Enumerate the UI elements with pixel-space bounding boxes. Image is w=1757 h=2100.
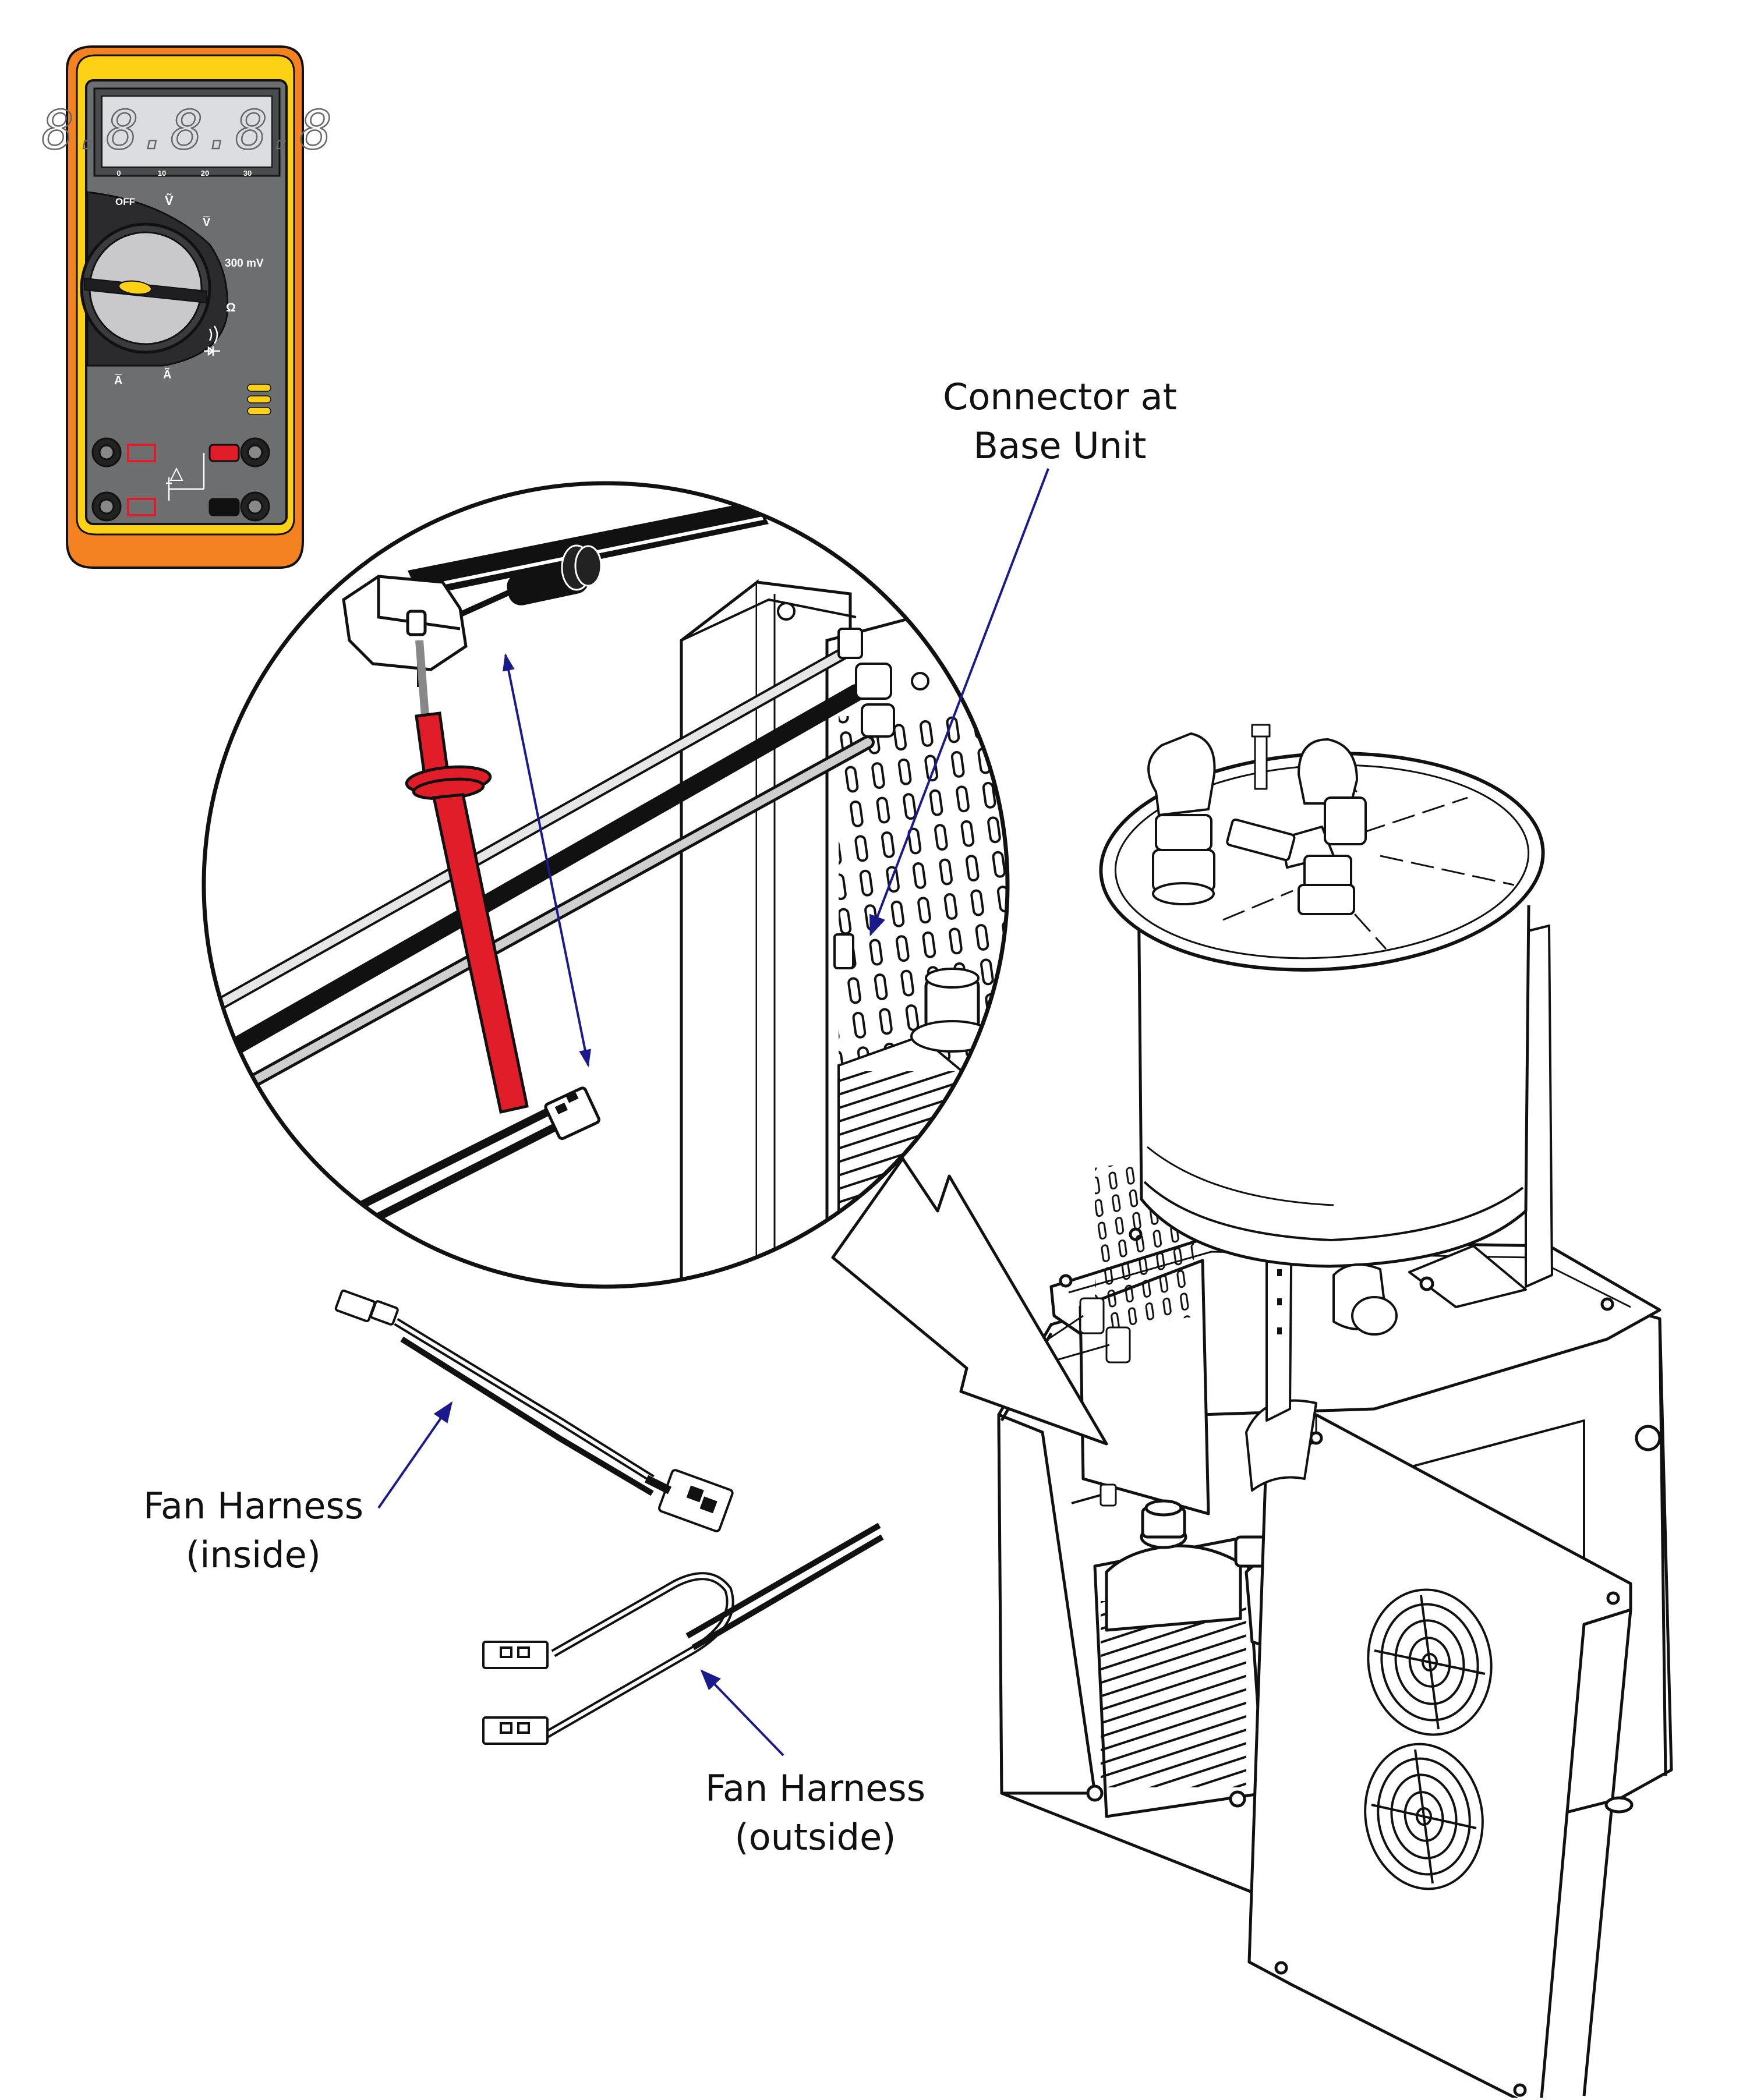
scale-label: 30 bbox=[243, 169, 252, 178]
test-lead-connector bbox=[452, 544, 602, 620]
fan-outside-callout-line2: (outside) bbox=[734, 1816, 896, 1858]
meter-lcd-digits: 8.8.8.8.8 bbox=[42, 99, 333, 161]
meter-indicator-lights bbox=[247, 384, 271, 415]
fan-harness-inside-part bbox=[334, 1289, 734, 1532]
fan-inside-callout-line1: Fan Harness bbox=[143, 1485, 364, 1527]
pump-assembly bbox=[1086, 1499, 1332, 1818]
meter-display: 8.8.8.8.8 0 10 20 30 bbox=[41, 87, 333, 178]
measurement-arrow bbox=[503, 653, 591, 1067]
dial-label-adc: A̅ bbox=[114, 374, 122, 387]
fan-inside-callout-arrow bbox=[377, 1401, 453, 1509]
fan-grill-icon bbox=[1364, 1743, 1484, 1890]
base-unit-connector bbox=[833, 933, 854, 969]
meter-rotary-dial: OFF Ṽ V̅ 300 mV Ω A̅ Ã bbox=[80, 191, 264, 387]
connector-callout-label: Connector at Base Unit bbox=[932, 373, 1188, 470]
connector-callout-line2: Base Unit bbox=[973, 424, 1147, 467]
dial-label-off: OFF bbox=[115, 196, 135, 207]
scale-label: 20 bbox=[201, 169, 209, 178]
dial-label-mv: 300 mV bbox=[225, 257, 264, 270]
fan-grill-icon bbox=[1367, 1588, 1493, 1736]
fan-harness-plug bbox=[347, 1086, 600, 1233]
dial-label-ohm: Ω bbox=[226, 301, 236, 314]
scale-label: 10 bbox=[158, 169, 166, 178]
dial-label-aac: Ã bbox=[163, 368, 171, 381]
dial-label-vac: Ṽ bbox=[165, 193, 174, 208]
callout-arrows bbox=[377, 468, 1049, 1757]
meter-input-jacks bbox=[91, 437, 270, 522]
fan-harness-outside-part bbox=[482, 1522, 884, 1745]
dial-label-vdc: V̅ bbox=[203, 216, 211, 229]
fan-outside-callout-arrow bbox=[700, 1669, 784, 1757]
fan-inside-callout-line2: (inside) bbox=[186, 1534, 321, 1576]
fan-outside-callout-line1: Fan Harness bbox=[705, 1767, 926, 1809]
magnifier-pointer bbox=[831, 1157, 1108, 1446]
multimeter-icon: 8.8.8.8.8 0 10 20 30 OFF Ṽ V̅ bbox=[41, 45, 333, 569]
fan-inside-callout-label: Fan Harness (inside) bbox=[114, 1482, 393, 1580]
connector-callout-arrow bbox=[869, 468, 1049, 937]
water-tank bbox=[1099, 724, 1545, 1336]
scale-label: 0 bbox=[116, 169, 121, 178]
connector-callout-line1: Connector at bbox=[943, 376, 1177, 418]
fan-outside-callout-label: Fan Harness (outside) bbox=[676, 1764, 955, 1862]
base-unit-illustration bbox=[997, 724, 1673, 2100]
harness-clip bbox=[342, 575, 468, 687]
